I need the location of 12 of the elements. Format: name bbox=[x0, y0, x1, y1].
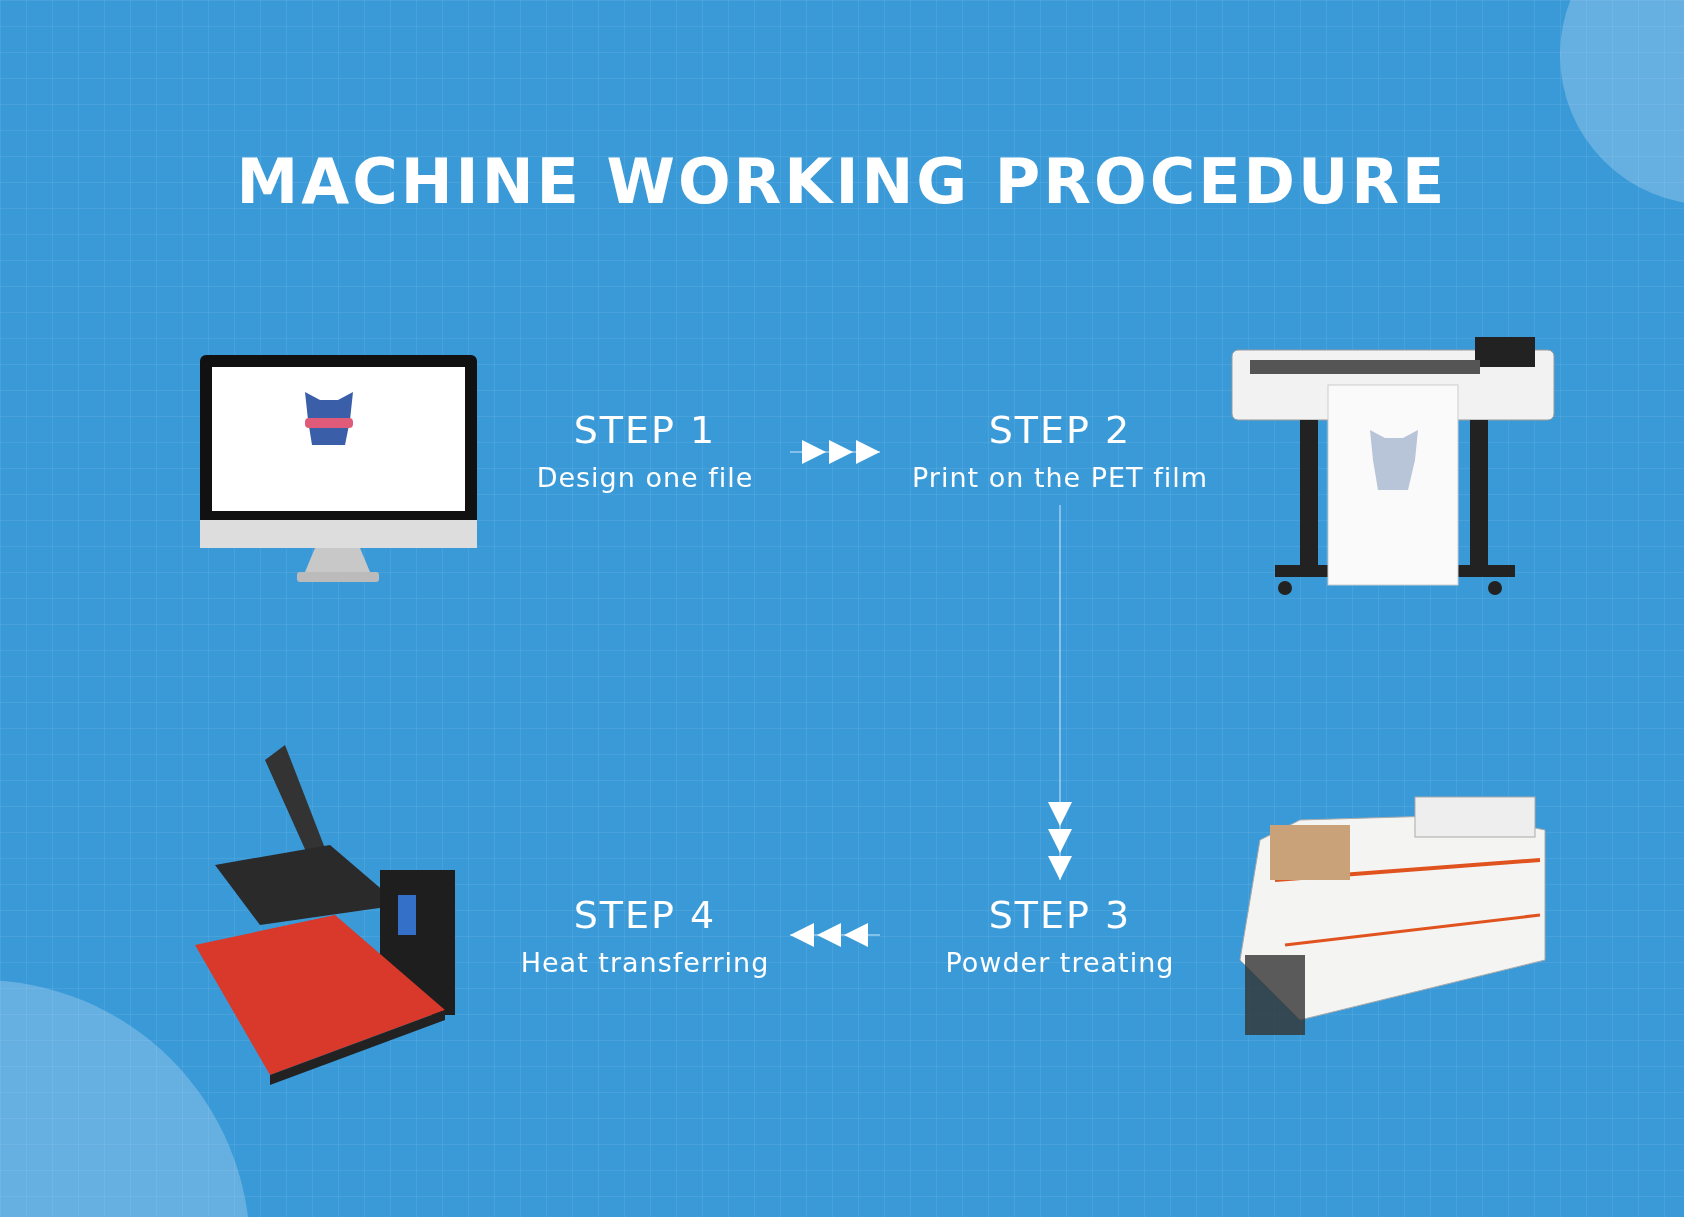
step-description: Design one file bbox=[536, 461, 754, 493]
step-description: Heat transferring bbox=[520, 946, 770, 978]
step-heading: STEP 2 bbox=[988, 407, 1132, 452]
step-description: Powder treating bbox=[945, 946, 1175, 978]
triple-arrow bbox=[789, 923, 881, 947]
step-heading: STEP 1 bbox=[573, 407, 717, 452]
step-description: Print on the PET film bbox=[912, 461, 1208, 493]
triple-arrow bbox=[1048, 504, 1072, 881]
triple-arrow bbox=[789, 440, 881, 464]
step-heading: STEP 3 bbox=[988, 892, 1132, 937]
title: MACHINE WORKING PROCEDURE bbox=[236, 145, 1448, 218]
step-heading: STEP 4 bbox=[573, 892, 717, 937]
